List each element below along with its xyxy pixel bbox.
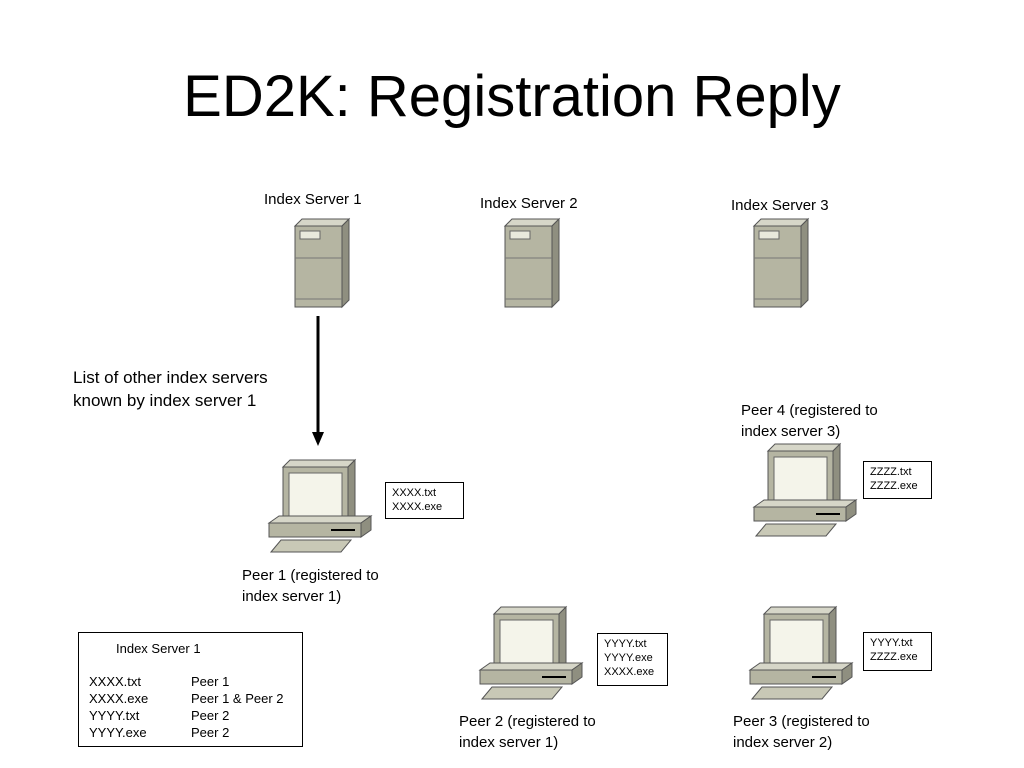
peer-2-file: YYYY.exe (604, 652, 653, 664)
server-2-label: Index Server 2 (480, 195, 578, 212)
peer-4-label: Peer 4 (registered to index server 3) (741, 400, 878, 442)
peer-1-computer-icon (267, 458, 373, 553)
peer-4-label-line: Peer 4 (registered to (741, 402, 878, 419)
table-cell-peers: Peer 2 (191, 725, 230, 740)
table-cell-file: XXXX.exe (89, 691, 149, 706)
table-cell-peers: Peer 1 (191, 674, 230, 689)
peer-1-label-line: index server 1) (242, 588, 342, 605)
peer-1-file: XXXX.txt (392, 487, 437, 499)
index-table: Index Server 1 XXXX.txt Peer 1 XXXX.exe … (78, 632, 303, 747)
peer-4-file: ZZZZ.txt (870, 466, 912, 478)
reply-arrow (312, 316, 324, 446)
arrow-label-line-1: List of other index servers (73, 368, 268, 387)
table-cell-file: XXXX.txt (89, 674, 142, 689)
arrow-label-line-2: known by index server 1 (73, 391, 257, 410)
slide-title: ED2K: Registration Reply (183, 64, 841, 129)
server-1-label: Index Server 1 (264, 191, 362, 208)
peer-3-file: YYYY.txt (870, 637, 913, 649)
peer-3-label-line: Peer 3 (registered to (733, 713, 870, 730)
server-3-label: Index Server 3 (731, 197, 829, 214)
peer-4-computer-icon (752, 442, 858, 537)
peer-1-files: XXXX.txt XXXX.exe (385, 482, 464, 519)
server-1-icon (293, 217, 351, 309)
peer-2-label-line: index server 1) (459, 734, 559, 751)
table-cell-file: YYYY.txt (89, 708, 140, 723)
peer-2-computer-icon (478, 605, 584, 700)
peer-1-label-line: Peer 1 (registered to (242, 567, 379, 584)
peer-1-label: Peer 1 (registered to index server 1) (242, 565, 379, 607)
peer-3-files: YYYY.txt ZZZZ.exe (863, 632, 932, 671)
peer-4-files: ZZZZ.txt ZZZZ.exe (863, 461, 932, 499)
peer-1-file: XXXX.exe (392, 501, 443, 513)
table-cell-peers: Peer 2 (191, 708, 230, 723)
peer-3-label: Peer 3 (registered to index server 2) (733, 711, 870, 753)
server-2-icon (503, 217, 561, 309)
peer-2-file: XXXX.exe (604, 666, 655, 678)
index-table-title: Index Server 1 (116, 641, 201, 656)
server-3-icon (752, 217, 810, 309)
peer-3-label-line: index server 2) (733, 734, 833, 751)
peer-4-file: ZZZZ.exe (870, 480, 918, 492)
peer-2-label-line: Peer 2 (registered to (459, 713, 596, 730)
table-cell-file: YYYY.exe (89, 725, 147, 740)
peer-4-label-line: index server 3) (741, 423, 841, 440)
peer-2-label: Peer 2 (registered to index server 1) (459, 711, 596, 753)
peer-2-file: YYYY.txt (604, 638, 647, 650)
peer-3-file: ZZZZ.exe (870, 651, 918, 663)
table-cell-peers: Peer 1 & Peer 2 (191, 691, 284, 706)
peer-2-files: YYYY.txt YYYY.exe XXXX.exe (597, 633, 668, 686)
arrow-label: List of other index servers known by ind… (73, 366, 268, 412)
peer-3-computer-icon (748, 605, 854, 700)
